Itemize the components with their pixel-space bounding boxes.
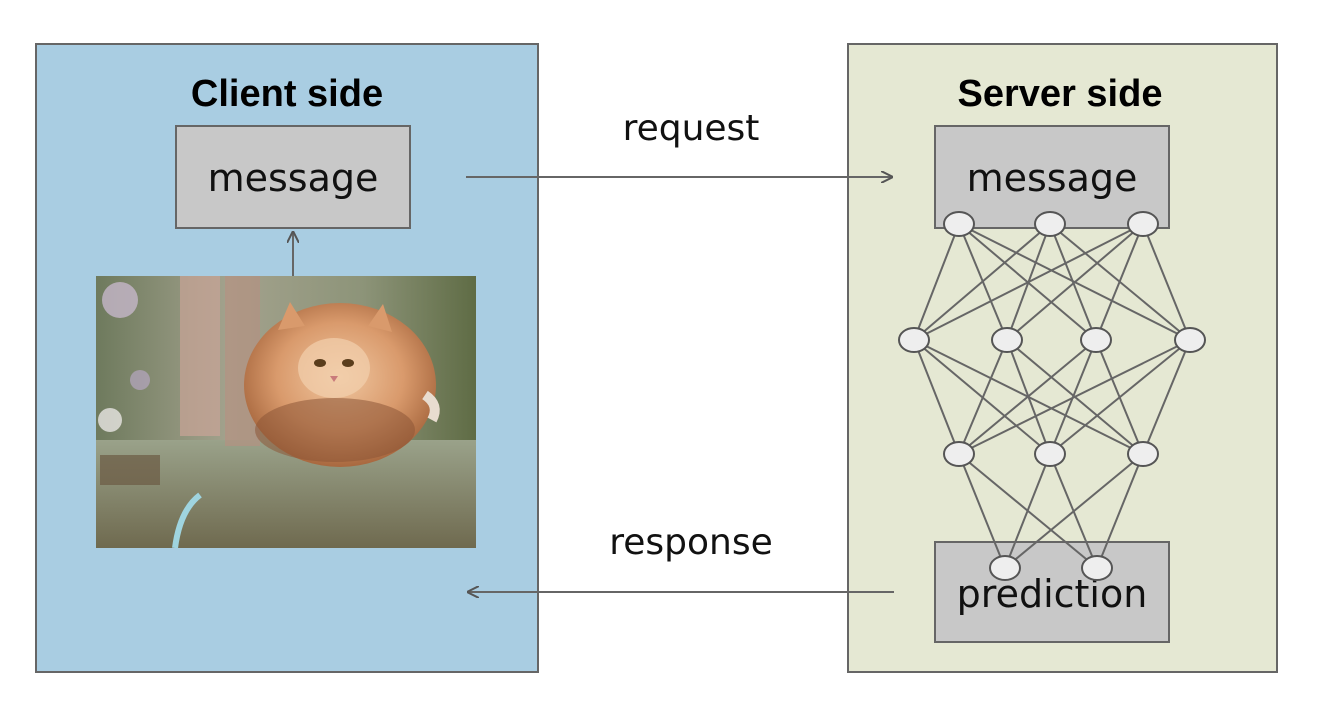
network-edge-0-0-0 [913,223,960,341]
network-edge-1-1-0 [958,339,1008,455]
network-edge-2-2-0 [1004,453,1144,569]
network-edge-1-3-2 [1142,339,1191,455]
network-node-1-3 [1174,327,1206,353]
client-message-label: message [208,156,379,200]
prediction-label: prediction [957,572,1148,616]
client-message-box [175,125,411,229]
network-edge-2-0-0 [958,453,1006,569]
network-node-2-1 [1034,441,1066,467]
network-node-0-1 [1034,211,1066,237]
network-edge-1-0-0 [913,339,960,455]
network-node-1-0 [898,327,930,353]
network-node-1-1 [991,327,1023,353]
server-title: Server side [958,73,1163,115]
network-node-3-1 [1081,555,1113,581]
neural-network [898,211,1206,581]
network-edge-0-1-2 [1049,223,1097,341]
network-node-0-0 [943,211,975,237]
network-edge-0-2-1 [1006,223,1144,341]
server-message-label: message [967,156,1138,200]
response-arrow-group: response [468,522,894,592]
network-edge-1-3-1 [1049,339,1191,455]
response-label: response [609,522,773,563]
client-title: Client side [191,73,383,115]
network-edge-0-2-0 [913,223,1144,341]
client-panel: Client side message [35,43,539,673]
request-arrow-group: request [466,108,892,177]
network-node-1-2 [1080,327,1112,353]
network-edge-0-1-0 [913,223,1051,341]
network-node-2-2 [1127,441,1159,467]
network-edge-0-2-3 [1142,223,1191,341]
cat-photo [96,276,476,549]
network-node-0-2 [1127,211,1159,237]
network-edge-1-3-0 [958,339,1191,455]
network-edge-1-2-0 [958,339,1097,455]
prediction-box [934,541,1170,643]
network-edge-2-2-1 [1096,453,1144,569]
network-edge-2-1-0 [1004,453,1051,569]
network-node-2-0 [943,441,975,467]
request-label: request [623,108,760,149]
network-node-3-0 [989,555,1021,581]
network-edge-0-2-2 [1095,223,1144,341]
server-panel: Server side message prediction [847,43,1278,673]
